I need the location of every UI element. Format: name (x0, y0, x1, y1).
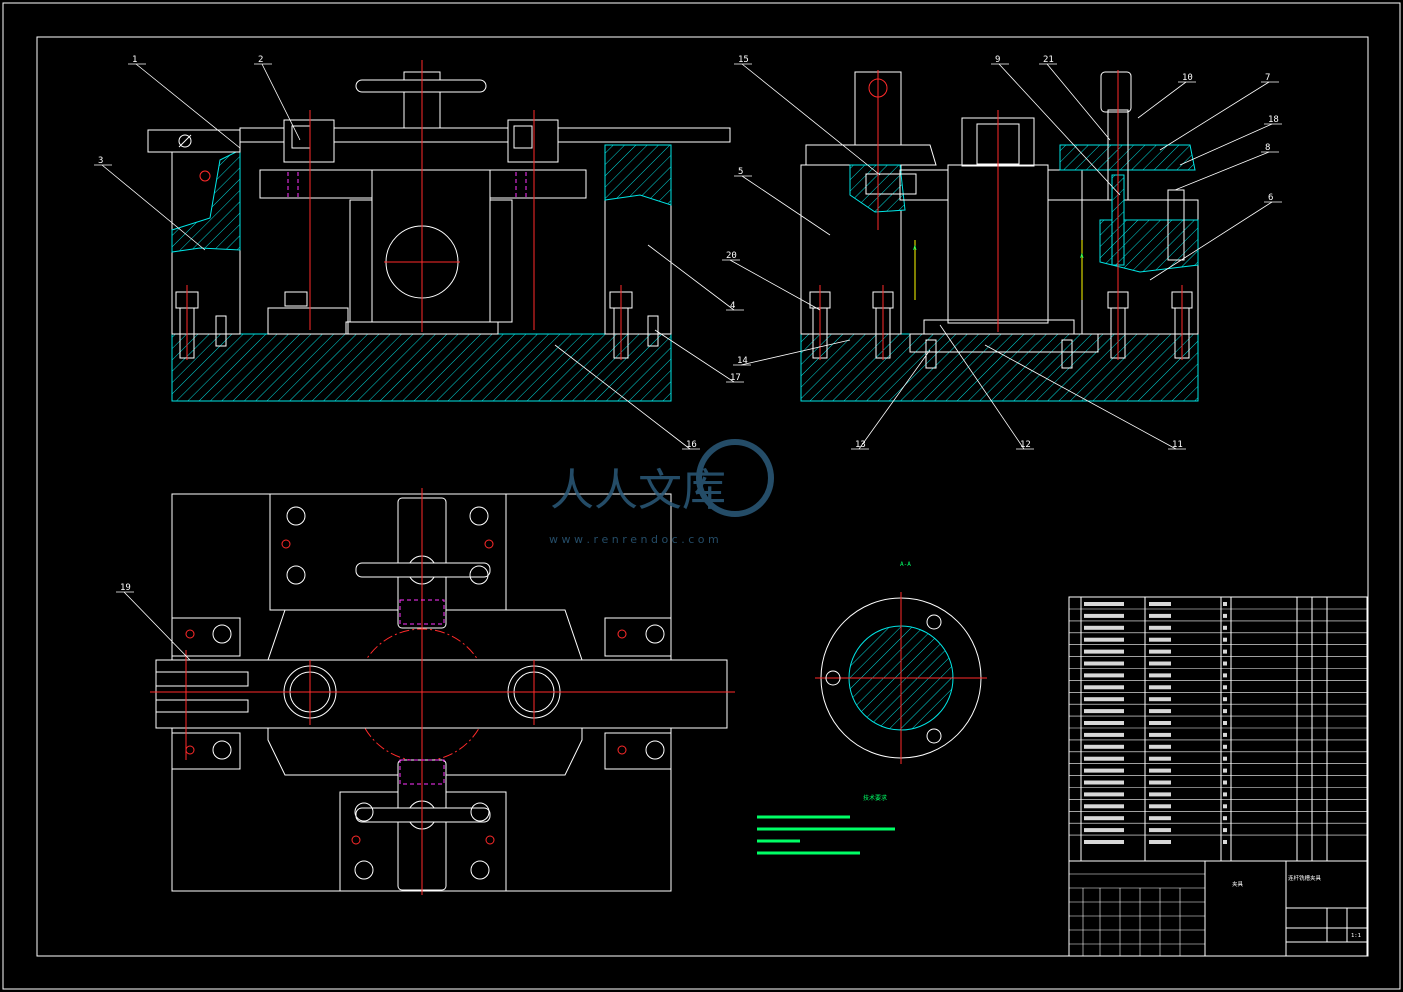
tech-req-title: 技术要求 (863, 794, 887, 802)
leader-14 (740, 339, 851, 366)
t-handle (355, 79, 487, 93)
part-label-9: 9 (995, 55, 1000, 65)
part-label-12: 12 (1020, 440, 1031, 450)
tech-requirements: 技术要求 (757, 794, 895, 855)
part-label-10: 10 (1182, 73, 1193, 83)
section-mark-a-right: A (1080, 253, 1084, 260)
parts-list (1068, 596, 1368, 862)
part-label-5: 5 (738, 167, 743, 177)
leader-2 (261, 63, 301, 141)
part-label-15: 15 (738, 55, 749, 65)
leader-12 (939, 324, 1025, 450)
part-label-1: 1 (132, 55, 137, 65)
front-view (147, 60, 731, 402)
part-label-14: 14 (737, 356, 748, 366)
left-support (171, 149, 241, 253)
leader-15 (741, 63, 881, 176)
leader-16 (554, 344, 691, 450)
leader-6 (1149, 201, 1273, 281)
part-label-18: 18 (1268, 115, 1279, 125)
part-label-20: 20 (726, 251, 737, 261)
right-support (604, 144, 672, 206)
leader-8 (1174, 151, 1270, 191)
side-base (800, 333, 1199, 402)
part-label-2: 2 (258, 55, 263, 65)
leader-13 (858, 349, 931, 450)
drawing-frame (36, 36, 1369, 957)
clamp-bar (239, 127, 731, 143)
leader-3 (101, 164, 206, 251)
part-label-11: 11 (1172, 440, 1183, 450)
part-label-13: 13 (855, 440, 866, 450)
leader-lines (94, 63, 1282, 661)
section-mark-a-left: A (913, 245, 917, 252)
title-block: 连杆铣槽夹具 夹具 1:1 (1068, 860, 1368, 957)
part-label-6: 6 (1268, 193, 1273, 203)
part-label-17: 17 (730, 373, 741, 383)
leader-21 (1046, 63, 1111, 141)
section-view-title: A-A (900, 561, 911, 568)
leader-7 (1159, 81, 1270, 151)
top-clamp-bar (155, 659, 728, 729)
leader-20 (729, 259, 821, 311)
top-view (150, 488, 735, 895)
part-label-16: 16 (686, 440, 697, 450)
part-label-8: 8 (1265, 143, 1270, 153)
part-label-7: 7 (1265, 73, 1270, 83)
part-label-4: 4 (730, 301, 735, 311)
leader-1 (135, 63, 241, 149)
part-label-21: 21 (1043, 55, 1054, 65)
part-label-19: 19 (120, 583, 131, 593)
watermark: 人人文库 w w w . r e n r e n d o c . c o m (549, 439, 774, 546)
base-plate (171, 333, 672, 402)
part-label-3: 3 (98, 156, 103, 166)
side-view: A A (800, 70, 1199, 402)
leader-5 (741, 175, 831, 236)
section-a-a: A-A (815, 561, 987, 764)
leader-9 (998, 63, 1121, 196)
watermark-url: w w w . r e n r e n d o c . c o m (549, 533, 719, 546)
leader-11 (984, 344, 1177, 450)
drawing-title: 连杆铣槽夹具 (1288, 874, 1322, 882)
part-name: 夹具 (1232, 880, 1244, 888)
leader-18 (1179, 123, 1273, 166)
watermark-brand: 人人文库 (550, 465, 726, 516)
leader-4 (647, 244, 735, 311)
scale: 1:1 (1351, 933, 1361, 939)
leader-17 (654, 329, 735, 383)
leader-19 (123, 591, 191, 661)
leader-10 (1137, 81, 1187, 119)
